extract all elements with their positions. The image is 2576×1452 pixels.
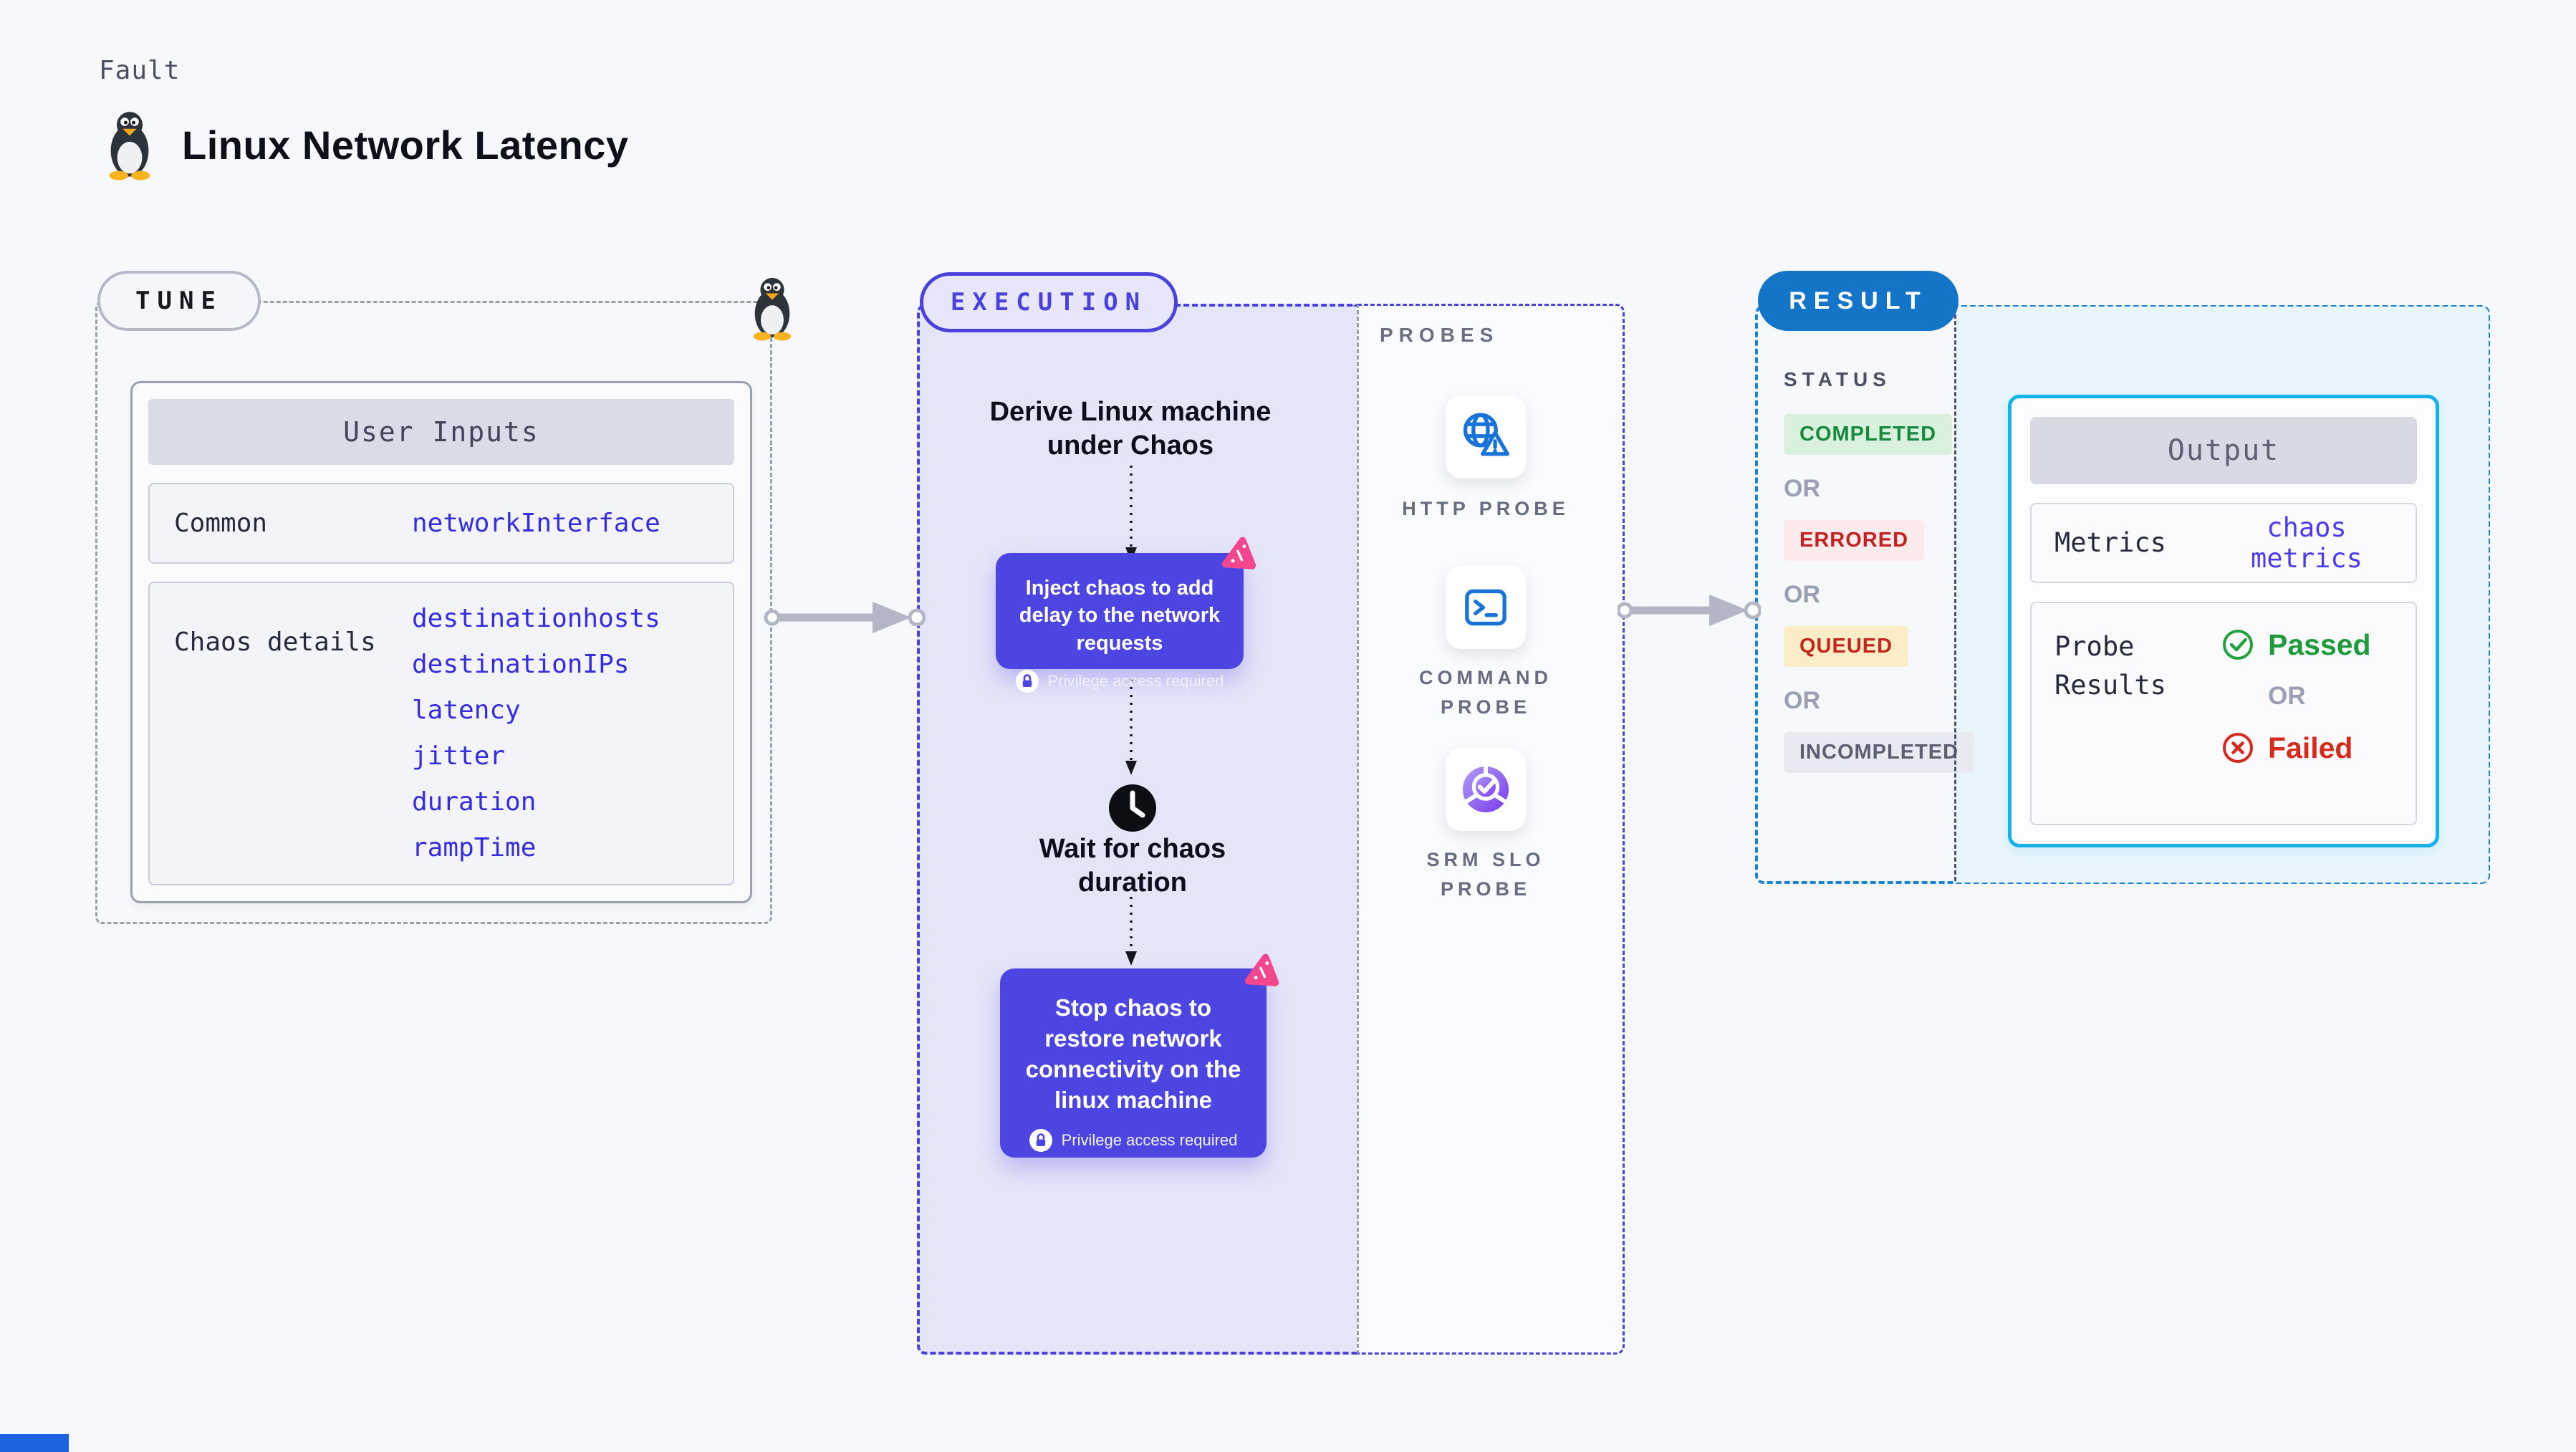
fault-kind-label: Fault xyxy=(99,56,181,85)
or-label: OR xyxy=(1784,581,1820,608)
http-probe-card xyxy=(1446,395,1526,479)
result-divider xyxy=(1954,308,1956,881)
metrics-value: chaos metrics xyxy=(2251,512,2363,574)
clock-icon xyxy=(1109,784,1156,832)
command-probe-card xyxy=(1446,566,1526,649)
x-circle-icon xyxy=(2223,733,2253,763)
user-inputs-card: User Inputs Common networkInterface Chao… xyxy=(130,381,752,903)
stop-chaos-text: Stop chaos to restore network connectivi… xyxy=(1025,994,1241,1113)
chaos-experiment-icon xyxy=(1219,536,1258,574)
lock-icon xyxy=(1016,670,1039,693)
row-label: Common xyxy=(174,509,268,538)
privilege-note: Privilege access required xyxy=(1047,671,1224,690)
dotted-arrow-down-icon xyxy=(1125,679,1137,775)
failed-label: Failed xyxy=(2268,731,2353,764)
result-section-pill: RESULT xyxy=(1758,271,1959,331)
passed-label: Passed xyxy=(2268,628,2371,661)
output-header: Output xyxy=(2030,417,2417,484)
srm-slo-probe-label: SRM SLO PROBE xyxy=(1426,849,1545,900)
terminal-icon xyxy=(1465,589,1506,626)
lock-icon xyxy=(1029,1129,1052,1152)
status-column: STATUS COMPLETED OR ERRORED OR QUEUED OR… xyxy=(1784,368,1975,773)
check-circle-icon xyxy=(2223,630,2253,660)
chaos-experiment-icon xyxy=(1242,953,1281,991)
input-value: latency xyxy=(412,696,521,725)
probe-results-row: Probe Results Passed OR Faile xyxy=(2030,602,2417,825)
inject-chaos-text: Inject chaos to add delay to the network… xyxy=(1019,577,1221,655)
srm-slo-probe-card xyxy=(1446,748,1526,831)
status-heading: STATUS xyxy=(1784,368,1891,390)
linux-penguin-icon xyxy=(99,109,160,181)
or-label: OR xyxy=(1784,475,1820,502)
or-label: OR xyxy=(2268,682,2306,710)
user-inputs-row-chaos-details: Chaos details destinationhosts destinati… xyxy=(148,582,734,885)
probes-heading: PROBES xyxy=(1380,324,1499,346)
inject-chaos-node: Inject chaos to add delay to the network… xyxy=(996,553,1244,669)
flow-arrow-execution-to-result xyxy=(1618,595,1761,626)
probe-result-failed: Failed xyxy=(2221,731,2371,765)
globe-warning-icon xyxy=(1463,413,1509,456)
input-value: destinationIPs xyxy=(412,650,630,679)
row-label: Chaos details xyxy=(174,628,376,657)
status-badge-completed: COMPLETED xyxy=(1784,414,1953,455)
metrics-label: Metrics xyxy=(2054,527,2166,559)
flow-arrow-tune-to-execution xyxy=(764,602,926,633)
dotted-arrow-down-icon xyxy=(1125,897,1137,966)
input-value: destinationhosts xyxy=(412,604,660,633)
page-title-row: Linux Network Latency xyxy=(99,109,629,181)
probe-results-label: Probe Results xyxy=(2054,631,2166,701)
linux-penguin-corner-icon xyxy=(744,275,801,341)
page-title: Linux Network Latency xyxy=(182,122,629,168)
privilege-note-row: Privilege access required xyxy=(996,670,1244,693)
tune-section-pill: TUNE xyxy=(97,271,261,331)
privilege-note-row: Privilege access required xyxy=(1000,1129,1267,1152)
privilege-note: Privilege access required xyxy=(1061,1130,1238,1149)
or-label: OR xyxy=(1784,687,1820,714)
corner-accent-bar xyxy=(0,1434,69,1452)
input-value: jitter xyxy=(412,741,506,771)
metrics-row: Metrics chaos metrics xyxy=(2030,503,2417,583)
execution-section-pill: EXECUTION xyxy=(920,272,1178,332)
donut-check-icon xyxy=(1462,765,1509,813)
probe-result-passed: Passed xyxy=(2221,628,2371,662)
output-card: Output Metrics chaos metrics Probe Resul… xyxy=(2008,395,2439,847)
dotted-arrow-down-icon xyxy=(1125,466,1137,562)
wait-step-title: Wait for chaos duration xyxy=(1039,834,1226,898)
user-inputs-row-common: Common networkInterface xyxy=(148,483,734,564)
derive-step-title: Derive Linux machine under Chaos xyxy=(989,397,1272,461)
input-value: rampTime xyxy=(412,833,537,862)
stop-chaos-node: Stop chaos to restore network connectivi… xyxy=(1000,968,1267,1158)
status-badge-incompleted: INCOMPLETED xyxy=(1784,732,1975,773)
status-badge-queued: QUEUED xyxy=(1784,626,1909,667)
user-inputs-header: User Inputs xyxy=(148,399,734,465)
input-value: duration xyxy=(412,787,537,817)
status-badge-errored: ERRORED xyxy=(1784,520,1925,561)
command-probe-label: COMMAND PROBE xyxy=(1419,667,1552,718)
http-probe-label: HTTP PROBE xyxy=(1402,498,1570,519)
input-value: networkInterface xyxy=(412,508,660,538)
